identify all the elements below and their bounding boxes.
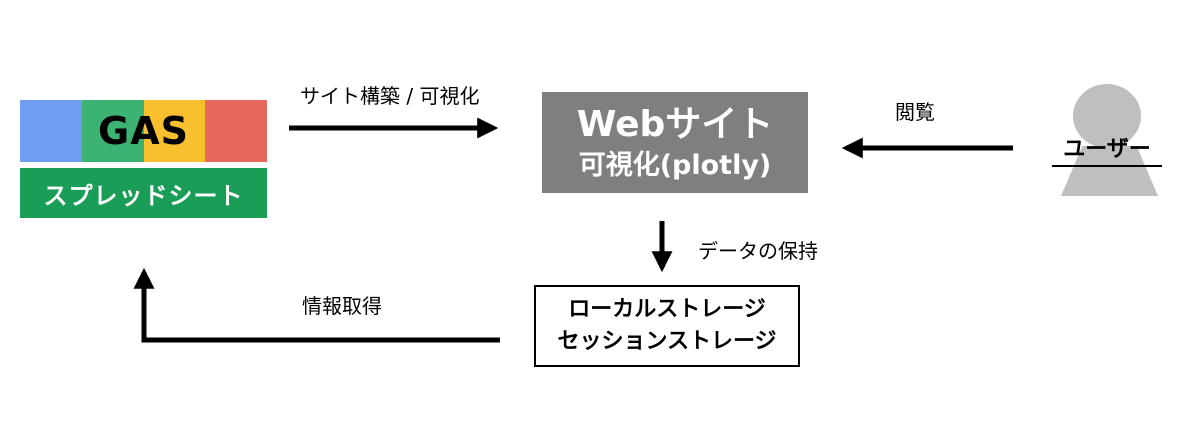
website-node: Webサイト 可視化(plotly) [542, 92, 808, 193]
storage-node: ローカルストレージ セッションストレージ [534, 285, 800, 367]
gas-stripe-green [81, 100, 144, 162]
website-subtitle: 可視化(plotly) [578, 149, 772, 181]
spreadsheet-box: スプレッドシート [20, 168, 267, 218]
gas-stripe-red [205, 100, 267, 162]
gas-stripe-yellow [143, 100, 206, 162]
gas-stripe-blue [20, 100, 82, 162]
edge-label-build: サイト構築 / 可視化 [300, 84, 480, 108]
edge-label-fetch: 情報取得 [302, 294, 382, 318]
arrow-storage-to-gas [133, 267, 500, 343]
user-label: ユーザー [1052, 131, 1162, 167]
website-title: Webサイト [576, 104, 774, 146]
gas-stripes [20, 100, 267, 162]
edge-label-store: データの保持 [698, 239, 818, 263]
user-head-icon [1073, 84, 1141, 148]
storage-line-session: セッションストレージ [557, 329, 777, 354]
edge-label-view: 閲覧 [895, 100, 935, 124]
storage-line-local: ローカルストレージ [568, 297, 766, 323]
gas-title: GAS [98, 109, 189, 153]
